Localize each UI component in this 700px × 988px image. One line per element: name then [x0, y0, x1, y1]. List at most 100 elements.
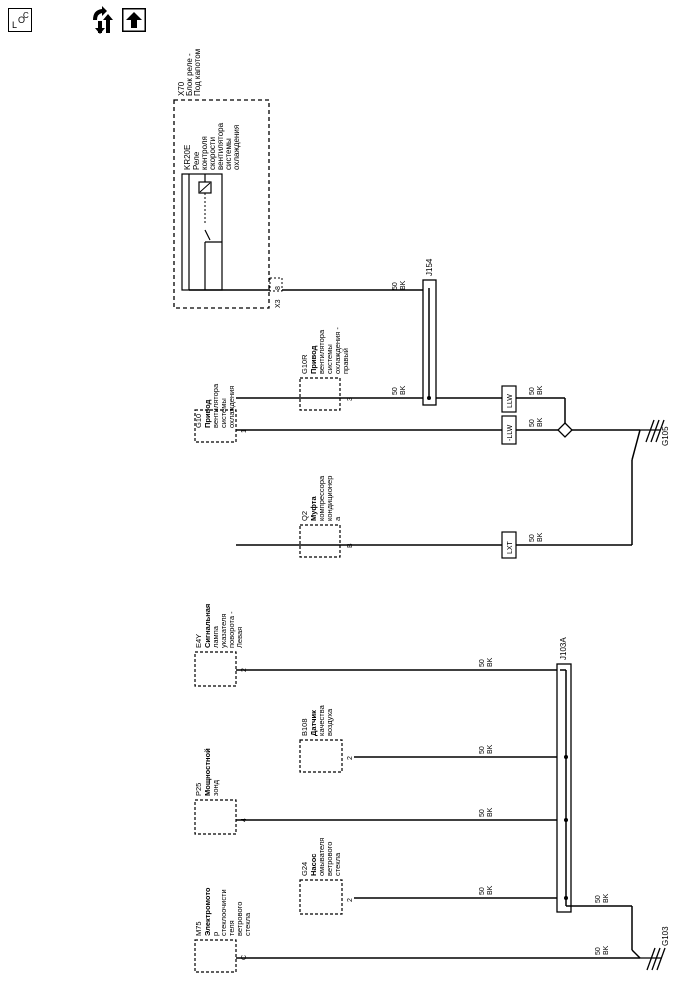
svg-text:LXT: LXT	[507, 540, 514, 554]
svg-text:вентилятора: вентилятора	[216, 122, 225, 170]
svg-text:Датчик: Датчик	[309, 710, 318, 736]
svg-text:указателя: указателя	[219, 614, 228, 648]
svg-text:зонд: зонд	[211, 779, 220, 796]
connector-x3	[269, 277, 283, 292]
svg-text:Блок реле -: Блок реле -	[185, 53, 194, 96]
svg-text:50: 50	[392, 282, 399, 290]
loc-icon-l: L	[12, 20, 17, 30]
svg-text:BK: BK	[537, 532, 544, 542]
svg-text:Левая: Левая	[235, 627, 244, 648]
ground-g105-label: G105	[661, 426, 670, 446]
svg-text:ветрового: ветрового	[235, 902, 244, 936]
svg-text:50: 50	[529, 419, 536, 427]
svg-text:50: 50	[529, 387, 536, 395]
svg-text:стеклоочисти: стеклоочисти	[219, 889, 228, 936]
relay-block-label: X70 Блок реле - Под капотом	[177, 49, 202, 96]
svg-text:системы: системы	[219, 398, 228, 428]
svg-text:BK: BK	[487, 657, 494, 667]
connector-x3-label: X3	[275, 299, 282, 308]
svg-text:50: 50	[479, 746, 486, 754]
svg-text:качества: качества	[317, 704, 326, 736]
svg-text:кондиционер: кондиционер	[325, 476, 334, 521]
location-icon[interactable]: L O C	[8, 8, 32, 32]
splice-j103a-label: J103A	[559, 637, 568, 660]
svg-text:компрессора: компрессора	[317, 475, 326, 521]
svg-text:LLW: LLW	[507, 394, 514, 408]
svg-text:BK: BK	[487, 807, 494, 817]
svg-text:правый: правый	[341, 348, 350, 374]
component-g10r: 3 G10R Привод вентилятора системы охлажд…	[299, 327, 354, 411]
relay-switch-contact	[204, 229, 211, 241]
svg-text:лампа: лампа	[211, 625, 220, 648]
loc-icon-c: C	[23, 11, 29, 20]
svg-text:Мощностной: Мощностной	[203, 748, 212, 796]
ground-g103-label: G103	[661, 926, 670, 946]
svg-text:BK: BK	[400, 385, 407, 395]
component-m75: C M75 Электромото р стеклоочисти теля ве…	[194, 887, 252, 973]
svg-text:2: 2	[347, 898, 354, 902]
wire-labels-top: 50 BK 50 BK 50 BK 50 BK 50 BK	[392, 280, 544, 542]
svg-text:BK: BK	[400, 280, 407, 290]
svg-text:Реле: Реле	[192, 151, 201, 170]
svg-text:G10: G10	[194, 414, 203, 428]
svg-text:воздуха: воздуха	[325, 708, 334, 736]
svg-text:M75: M75	[194, 921, 203, 936]
splice-j103a: J103A	[556, 637, 572, 913]
svg-text:р: р	[211, 932, 220, 936]
svg-text:Привод: Привод	[203, 399, 212, 428]
svg-text:Насос: Насос	[309, 854, 318, 876]
svg-text:вентилятора: вентилятора	[211, 383, 220, 428]
svg-text:G10R: G10R	[300, 354, 309, 374]
svg-text:стекла: стекла	[333, 852, 342, 876]
svg-text:BK: BK	[487, 744, 494, 754]
svg-text:-LLW: -LLW	[507, 424, 514, 441]
svg-text:охлаждения: охлаждения	[232, 125, 241, 170]
svg-text:Муфта: Муфта	[309, 496, 318, 521]
component-g10: 1 G10 Привод вентилятора системы охлажде…	[194, 383, 248, 443]
svg-text:BK: BK	[487, 885, 494, 895]
wire-box-lxt: LXT	[501, 531, 517, 559]
navigate-icon-graphic	[93, 6, 113, 34]
svg-text:2: 2	[347, 756, 354, 760]
svg-text:BK: BK	[537, 385, 544, 395]
splice-j154-label: J154	[425, 258, 434, 276]
svg-text:охлаждения -: охлаждения -	[333, 327, 342, 374]
svg-text:50: 50	[392, 387, 399, 395]
svg-text:B108: B108	[300, 718, 309, 736]
svg-text:Сигнальная: Сигнальная	[203, 604, 212, 648]
svg-text:KR20E: KR20E	[183, 145, 192, 170]
svg-text:B: B	[347, 543, 354, 548]
svg-text:системы: системы	[224, 138, 233, 170]
svg-text:а: а	[333, 516, 342, 521]
arrow-up-icon[interactable]	[122, 8, 146, 32]
svg-text:контроля: контроля	[200, 136, 209, 170]
relay-block-x70: X70 Блок реле - Под капотом KR20E Реле к…	[173, 49, 283, 309]
component-g24: 2 G24 Насос омывателя ветрового стекла	[299, 838, 354, 915]
svg-text:Q2: Q2	[300, 511, 309, 521]
svg-text:BK: BK	[603, 945, 610, 955]
wire-box-llw2: -LLW	[501, 415, 517, 445]
component-b108: 2 B108 Датчик качества воздуха	[299, 704, 354, 773]
component-p25: 4 P25 Мощностной зонд	[194, 748, 248, 835]
svg-text:стекла: стекла	[243, 912, 252, 936]
relay-kr20e-label: KR20E Реле контроля скорости вентилятора…	[183, 122, 241, 170]
svg-text:вентилятора: вентилятора	[317, 329, 326, 374]
svg-text:2: 2	[241, 668, 248, 672]
toolbar: L O C	[0, 0, 700, 44]
svg-text:50: 50	[479, 887, 486, 895]
svg-text:ветрового: ветрового	[325, 842, 334, 876]
svg-text:P25: P25	[194, 783, 203, 796]
ground-g105	[640, 419, 665, 443]
svg-text:E4Y: E4Y	[194, 634, 203, 648]
component-e4y: 2 E4Y Сигнальная лампа указателя поворот…	[194, 604, 248, 687]
relay-kr20e-outline	[181, 173, 223, 291]
svg-text:скорости: скорости	[208, 137, 217, 170]
wire-labels-bottom: 50 BK 50 BK 50 BK 50 BK 50 BK 50 BK	[479, 657, 610, 955]
svg-text:BK: BK	[603, 893, 610, 903]
svg-text:BK: BK	[537, 417, 544, 427]
svg-text:4: 4	[241, 818, 248, 822]
svg-text:G24: G24	[300, 862, 309, 876]
svg-text:омывателя: омывателя	[317, 838, 326, 876]
navigate-up-down-icon[interactable]	[90, 4, 118, 36]
